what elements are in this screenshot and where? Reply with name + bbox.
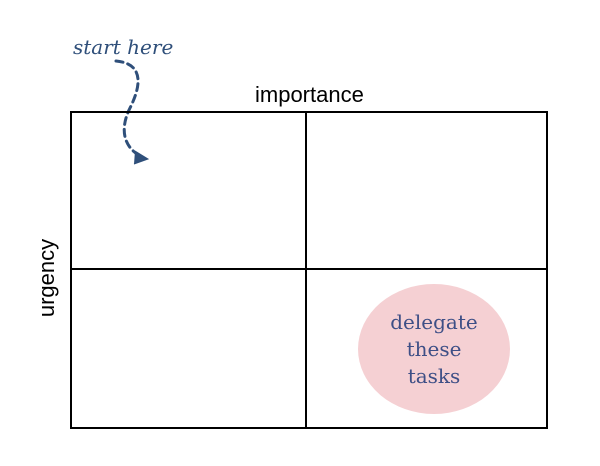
urgency-axis-label: urgency: [34, 238, 59, 318]
delegate-note: delegate these tasks: [390, 309, 477, 390]
delegate-bubble: delegate these tasks: [358, 284, 510, 414]
delegate-line-3: tasks: [407, 363, 461, 388]
horizontal-divider: [72, 268, 546, 270]
start-here-label: start here: [73, 35, 174, 59]
delegate-line-2: these: [406, 336, 462, 361]
delegate-line-1: delegate: [390, 309, 478, 334]
importance-axis-label: importance: [255, 82, 364, 107]
vertical-divider: [305, 113, 307, 427]
priority-matrix-grid: [70, 111, 548, 429]
